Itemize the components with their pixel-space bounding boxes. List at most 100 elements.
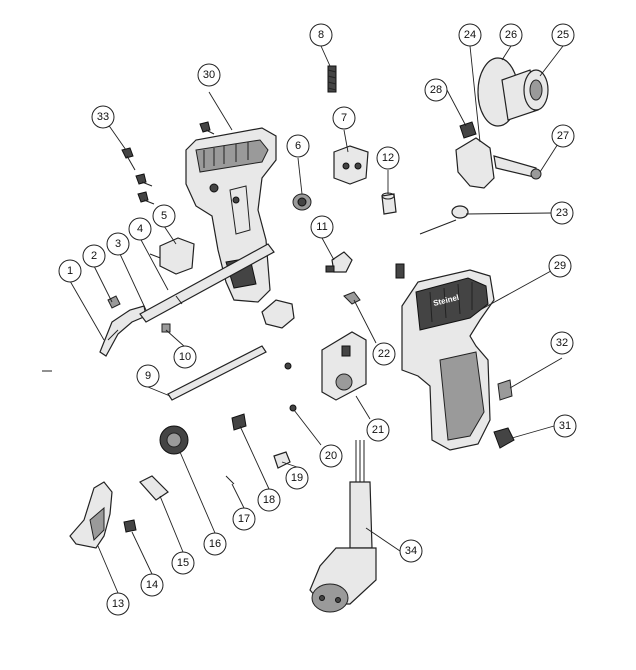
callout-label: 7 [341, 112, 347, 124]
callout-32: 32 [550, 331, 574, 355]
callout-label: 3 [115, 238, 121, 250]
callout-20: 20 [319, 444, 343, 468]
callout-13: 13 [106, 592, 130, 616]
callout-10: 10 [173, 345, 197, 369]
callout-12: 12 [376, 146, 400, 170]
nut-10 [161, 323, 171, 333]
callout-27: 27 [551, 124, 575, 148]
callout-17: 17 [232, 507, 256, 531]
callout-label: 21 [372, 424, 384, 436]
callout-label: 6 [295, 140, 301, 152]
callout-25: 25 [551, 23, 575, 47]
callout-14: 14 [140, 573, 164, 597]
callout-label: 2 [91, 250, 97, 262]
screw-23 [419, 205, 469, 235]
sleeve-12 [381, 192, 397, 215]
callout-label: 17 [238, 513, 250, 525]
callout-label: 16 [209, 538, 221, 550]
callout-label: 18 [263, 494, 275, 506]
power-cable [309, 440, 377, 613]
callout-label: 20 [325, 450, 337, 462]
callout-23: 23 [550, 201, 574, 225]
callout-29: 29 [548, 254, 572, 278]
callout-6: 6 [286, 134, 310, 158]
bracket-5 [159, 237, 195, 275]
callout-label: 9 [145, 370, 151, 382]
spring-8 [327, 65, 337, 93]
reel-assembly [477, 57, 549, 127]
callout-label: 15 [177, 557, 189, 569]
bracket-27 [455, 137, 542, 189]
callout-33: 33 [91, 105, 115, 129]
callout-2: 2 [82, 244, 106, 268]
callout-label: 32 [556, 337, 568, 349]
callout-3: 3 [106, 232, 130, 256]
callout-24: 24 [458, 23, 482, 47]
clip-19 [273, 451, 291, 469]
callout-11: 11 [310, 215, 334, 239]
bolt-28 [459, 121, 477, 139]
leader-lines [69, 45, 564, 594]
callout-label: 13 [112, 598, 124, 610]
nozzle-tip [99, 305, 147, 357]
callout-label: 24 [464, 29, 476, 41]
clip-22 [343, 291, 361, 305]
callout-label: 29 [554, 260, 566, 272]
callout-9: 9 [136, 364, 160, 388]
callout-22: 22 [372, 342, 396, 366]
callout-label: 31 [559, 420, 571, 432]
sleeve-15 [139, 475, 169, 501]
callout-label: 12 [382, 152, 394, 164]
callout-21: 21 [366, 418, 390, 442]
callout-label: 10 [179, 351, 191, 363]
callout-label: 19 [291, 472, 303, 484]
trigger [69, 481, 113, 549]
spring-14 [123, 519, 137, 533]
callout-label: 34 [405, 545, 417, 557]
callout-18: 18 [257, 488, 281, 512]
callout-19: 19 [285, 466, 309, 490]
callout-label: 4 [137, 223, 143, 235]
callout-label: 23 [556, 207, 568, 219]
callout-1: 1 [58, 259, 82, 283]
callout-label: 8 [318, 29, 324, 41]
callout-label: 28 [430, 84, 442, 96]
callout-4: 4 [128, 217, 152, 241]
callout-label: 1 [67, 265, 73, 277]
knob-11 [325, 251, 353, 273]
bushing-6 [292, 193, 312, 211]
callout-28: 28 [424, 78, 448, 102]
callout-31: 31 [553, 414, 577, 438]
callout-30: 30 [197, 63, 221, 87]
callout-label: 27 [557, 130, 569, 142]
callout-7: 7 [332, 106, 356, 130]
wheel-16 [159, 425, 189, 455]
callout-label: 22 [378, 348, 390, 360]
screw-20 [289, 404, 297, 412]
callout-8: 8 [309, 23, 333, 47]
screws-33 [121, 121, 215, 205]
callout-34: 34 [399, 539, 423, 563]
small-spring [395, 263, 405, 279]
clip-32 [497, 379, 513, 401]
callout-label: 5 [161, 210, 167, 222]
spring-18 [231, 413, 247, 431]
nozzle-tube [139, 243, 275, 323]
nut-31 [493, 427, 515, 449]
trigger-pivot [261, 299, 295, 329]
glue-rod [167, 345, 267, 401]
screw-small [284, 362, 292, 370]
callout-16: 16 [203, 532, 227, 556]
switch-block [333, 145, 369, 185]
callout-label: 30 [203, 69, 215, 81]
circuit-board [321, 331, 367, 401]
callout-label: 25 [557, 29, 569, 41]
callout-label: 11 [316, 221, 327, 233]
callout-26: 26 [499, 23, 523, 47]
callout-label: 14 [146, 579, 158, 591]
callout-label: 26 [505, 29, 517, 41]
assembled-housing: Steinel [401, 269, 495, 451]
callout-label: 33 [97, 111, 109, 123]
pin-17 [225, 475, 235, 485]
